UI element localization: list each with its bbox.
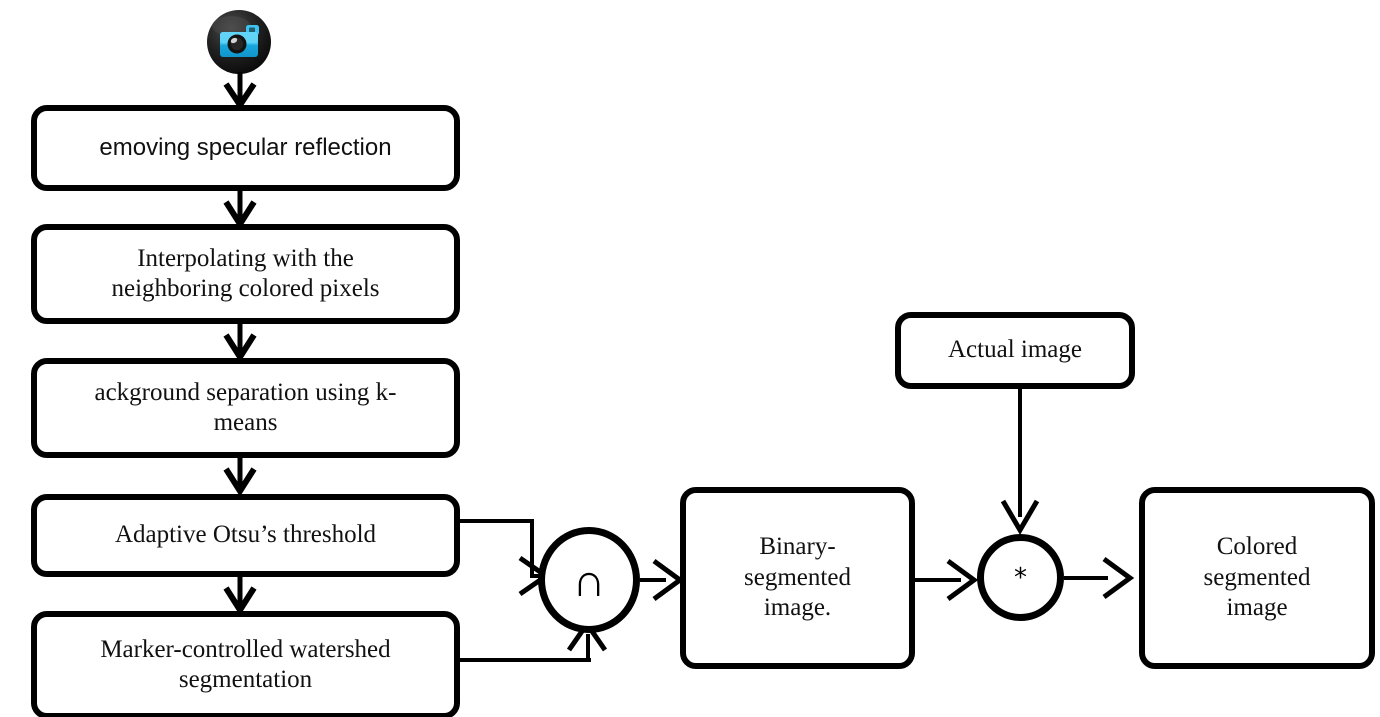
node-colored-segmented-image[interactable]: Colored segmented image — [1139, 487, 1375, 669]
node-label: Interpolating with the neighboring color… — [111, 244, 380, 303]
edge-step4-to-intersection-seg1 — [460, 519, 534, 523]
edge-binary-to-multiply-arrowhead — [946, 558, 979, 602]
node-label: ackground separation using k- means — [94, 378, 397, 437]
node-label: Actual image — [948, 336, 1082, 364]
node-label: Adaptive Otsu’s threshold — [114, 521, 377, 549]
edge-actual-to-multiply-line — [1018, 389, 1022, 517]
edge-multiply-to-colored-arrowhead — [1102, 556, 1135, 600]
edge-camera-to-step1 — [223, 72, 257, 111]
edge-binary-to-multiply-line — [915, 578, 961, 582]
camera-icon — [206, 9, 272, 75]
edge-actual-to-multiply-arrowhead — [1000, 499, 1040, 535]
edge-step2-to-step3 — [223, 322, 257, 363]
node-binary-segmented-image[interactable]: Binary- segmented image. — [680, 487, 915, 669]
multiply-symbol: * — [1014, 562, 1027, 593]
node-interpolating-neighboring-pixels[interactable]: Interpolating with the neighboring color… — [31, 224, 460, 324]
node-actual-image[interactable]: Actual image — [895, 312, 1135, 389]
node-label: Marker-controlled watershed segmentation — [100, 635, 391, 694]
edge-intersection-to-binary-line — [640, 578, 666, 582]
node-adaptive-otsu-threshold[interactable]: Adaptive Otsu’s threshold — [31, 494, 460, 577]
edge-step4-to-step5 — [223, 575, 257, 616]
edge-step5-to-intersection-seg2 — [586, 634, 590, 662]
node-label: Binary- segmented image. — [744, 533, 851, 622]
edge-step3-to-step4 — [223, 456, 257, 497]
edge-step5-to-intersection-seg1 — [460, 658, 591, 662]
node-marker-controlled-watershed[interactable]: Marker-controlled watershed segmentation — [31, 611, 460, 717]
node-background-separation-kmeans[interactable]: ackground separation using k- means — [31, 358, 460, 458]
node-label: emoving specular reflection — [99, 134, 392, 162]
intersection-symbol: ∩ — [572, 553, 606, 607]
node-label: Colored segmented image — [1203, 533, 1311, 622]
camera-icon-svg — [207, 10, 271, 74]
intersection-operator-node[interactable]: ∩ — [538, 527, 640, 633]
edge-multiply-to-colored-line — [1064, 576, 1108, 580]
edge-step4-to-intersection-seg2 — [530, 519, 534, 578]
edge-step1-to-step2 — [223, 189, 257, 230]
node-removing-specular-reflection[interactable]: emoving specular reflection — [31, 105, 460, 191]
multiply-operator-node[interactable]: * — [977, 534, 1064, 621]
